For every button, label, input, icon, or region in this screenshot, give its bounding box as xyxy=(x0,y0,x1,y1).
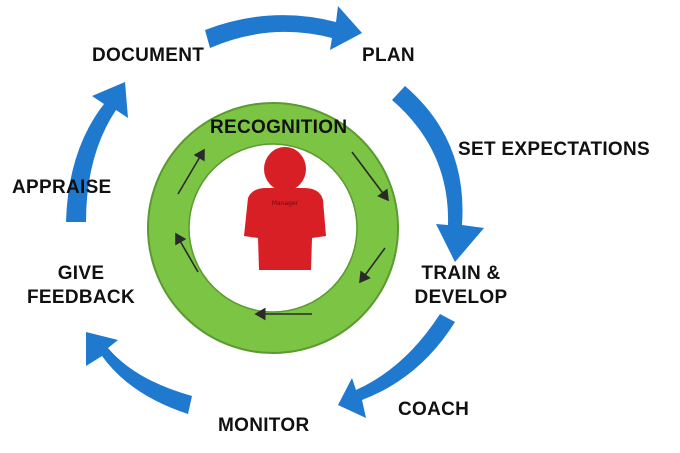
arrow-document-to-plan xyxy=(205,6,362,50)
ring-inner-arrows xyxy=(175,148,389,321)
inner-arrow-left xyxy=(175,232,199,273)
step-monitor-label: MONITOR xyxy=(218,415,310,436)
figure-caption: Manager xyxy=(271,200,299,207)
step-train-develop-label: TRAIN & DEVELOP xyxy=(414,263,508,308)
step-give-feedback-label: GIVE FEEDBACK xyxy=(27,263,135,308)
cycle-arrows xyxy=(66,6,484,418)
step-coach-label: COACH xyxy=(398,399,470,420)
arrow-coach-to-monitor xyxy=(338,314,455,418)
manager-figure xyxy=(244,147,326,270)
step-appraise-label: APPRAISE xyxy=(12,177,112,198)
inner-arrow-right xyxy=(359,247,386,284)
arrow-monitor-to-feedback xyxy=(86,332,192,414)
step-document-label: DOCUMENT xyxy=(92,45,205,66)
inner-arrow-top-right xyxy=(351,151,389,202)
step-set-expectations-label: SET EXPECTATIONS xyxy=(458,139,651,160)
figure-head xyxy=(264,147,306,191)
inner-arrow-top-left xyxy=(177,148,205,195)
arrow-plan-to-train xyxy=(392,86,484,262)
recognition-label: RECOGNITION xyxy=(210,117,348,138)
step-plan-label: PLAN xyxy=(362,45,415,66)
figure-body xyxy=(244,188,326,270)
arrow-appraise-to-document xyxy=(66,82,128,222)
